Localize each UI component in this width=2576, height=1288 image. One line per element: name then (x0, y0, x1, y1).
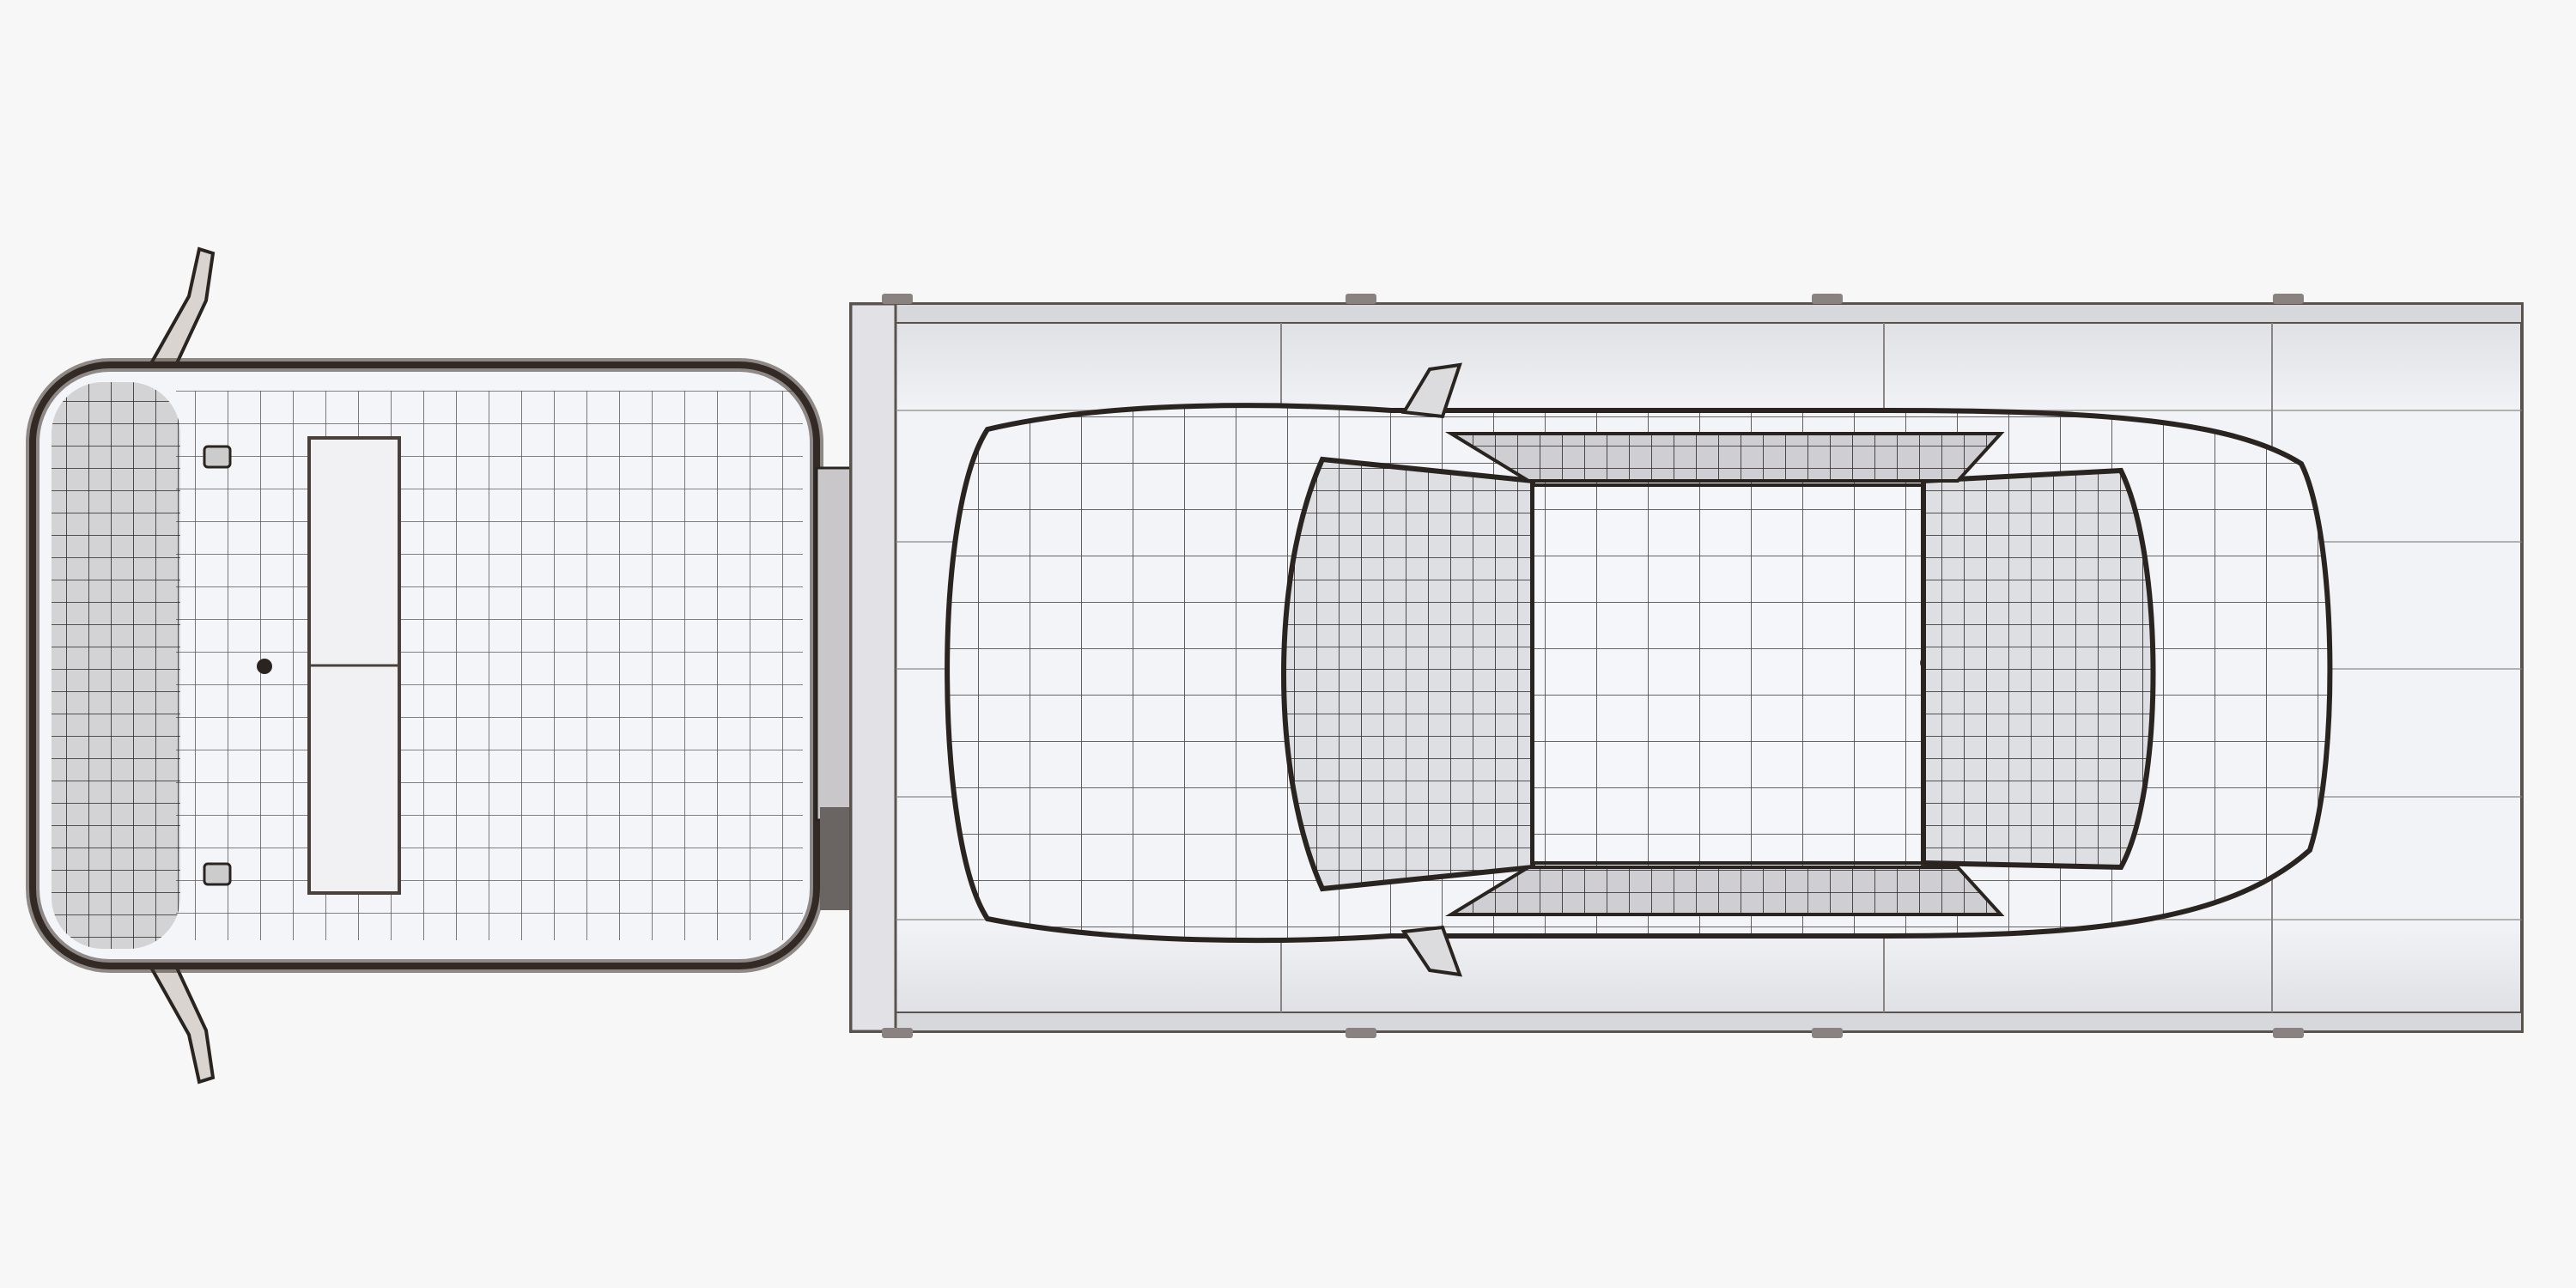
mirror-top (147, 246, 216, 367)
car (945, 362, 2333, 977)
car-mirror-bottom (1400, 925, 1463, 977)
tie-down-peg (1812, 1028, 1843, 1038)
tie-down-peg (2273, 294, 2304, 304)
antenna-icon (257, 659, 272, 674)
chassis-connector (815, 466, 853, 910)
truck-cab (26, 246, 823, 1084)
tie-down-peg (882, 294, 913, 304)
tie-down-peg (1346, 1028, 1376, 1038)
mirror-bottom (147, 964, 216, 1084)
roof-beacon (307, 436, 401, 895)
tie-down-peg (1812, 294, 1843, 304)
roof (1531, 483, 1947, 865)
windshield (1281, 456, 1535, 892)
rear-window (1921, 467, 2156, 871)
tie-down-peg (2273, 1028, 2304, 1038)
tie-down-peg (1346, 294, 1376, 304)
car-mirror-top (1400, 362, 1462, 419)
tie-down-peg (882, 1028, 913, 1038)
side-windows (1444, 432, 2005, 916)
